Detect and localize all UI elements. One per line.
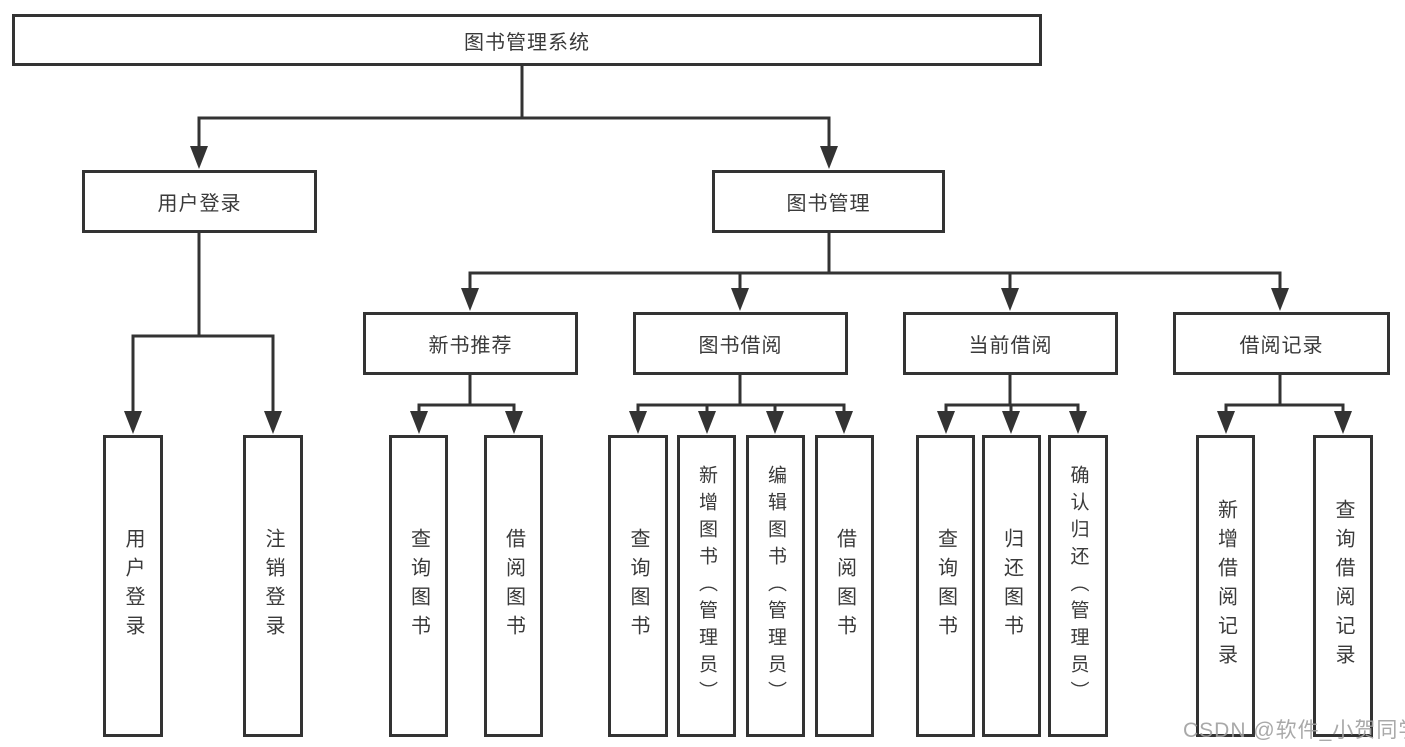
leaf-query-books-borrowing: 查询图书 (608, 435, 668, 737)
leaf-logout: 注销登录 (243, 435, 303, 737)
leaf-return-books: 归还图书 (982, 435, 1041, 737)
leaf-edit-books-admin: 编辑图书（管理员） (746, 435, 805, 737)
csdn-watermark: CSDN @软件_小贺同学 (1183, 719, 1405, 742)
leaf-add-books-admin: 新增图书（管理员） (677, 435, 736, 737)
leaf-query-books-recommend: 查询图书 (389, 435, 448, 737)
leaf-user-login: 用户登录 (103, 435, 163, 737)
node-borrowing-records: 借阅记录 (1173, 312, 1390, 375)
leaf-query-books-current: 查询图书 (916, 435, 975, 737)
leaf-confirm-return-admin: 确认归还（管理员） (1048, 435, 1108, 737)
leaf-borrow-books-recommend: 借阅图书 (484, 435, 543, 737)
node-book-management: 图书管理 (712, 170, 945, 233)
node-library-management-system: 图书管理系统 (12, 14, 1042, 66)
node-new-book-recommendation: 新书推荐 (363, 312, 578, 375)
leaf-query-borrow-record: 查询借阅记录 (1313, 435, 1373, 737)
arrowhead-group (124, 146, 1352, 434)
node-current-borrowing: 当前借阅 (903, 312, 1118, 375)
leaf-borrow-books-borrowing: 借阅图书 (815, 435, 874, 737)
node-user-login: 用户登录 (82, 170, 317, 233)
node-book-borrowing: 图书借阅 (633, 312, 848, 375)
leaf-add-borrow-record: 新增借阅记录 (1196, 435, 1255, 737)
